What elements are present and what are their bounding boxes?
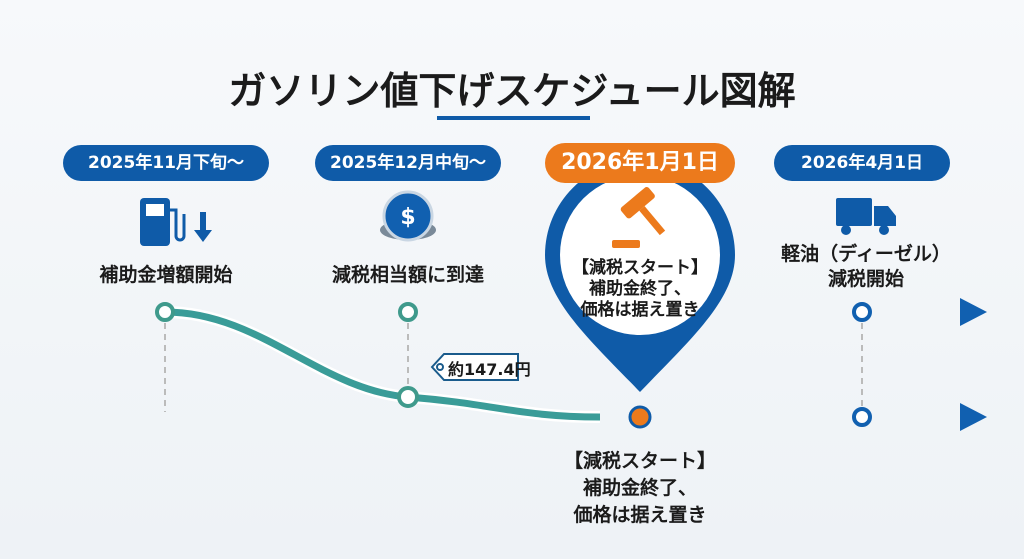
title-underline [437, 116, 590, 120]
fuel-pump-price-down-icon [140, 198, 212, 246]
milestone-label-1: 補助金増額開始 [99, 264, 233, 286]
date-pill-4: 2026年4月1日 [774, 145, 950, 181]
milestone-label-2: 減税相当額に到達 [331, 264, 485, 286]
price-tag [430, 353, 519, 381]
coins-icon: $ [380, 190, 436, 242]
pin-label: 【減税スタート】補助金終了、価格は据え置き [572, 258, 708, 320]
milestone-label-4: 軽油（ディーゼル）減税開始 [781, 243, 951, 290]
node [155, 302, 175, 322]
svg-text:$: $ [400, 205, 415, 230]
date-pill-1: 2025年11月下旬〜 [63, 145, 269, 181]
gavel-icon [612, 187, 666, 248]
price-tag-text: 約147.4円 [448, 360, 531, 379]
price-curve [164, 308, 601, 421]
start-node [628, 405, 652, 429]
date-pill-2: 2025年12月中旬〜 [315, 145, 501, 181]
bottom-note: 【減税スタート】補助金終了、価格は据え置き [563, 450, 717, 526]
date-pill-3: 2026年1月1日 [545, 143, 735, 183]
truck-icon [836, 198, 896, 235]
page-title: ガソリン値下げスケジュール図解 [228, 69, 796, 113]
